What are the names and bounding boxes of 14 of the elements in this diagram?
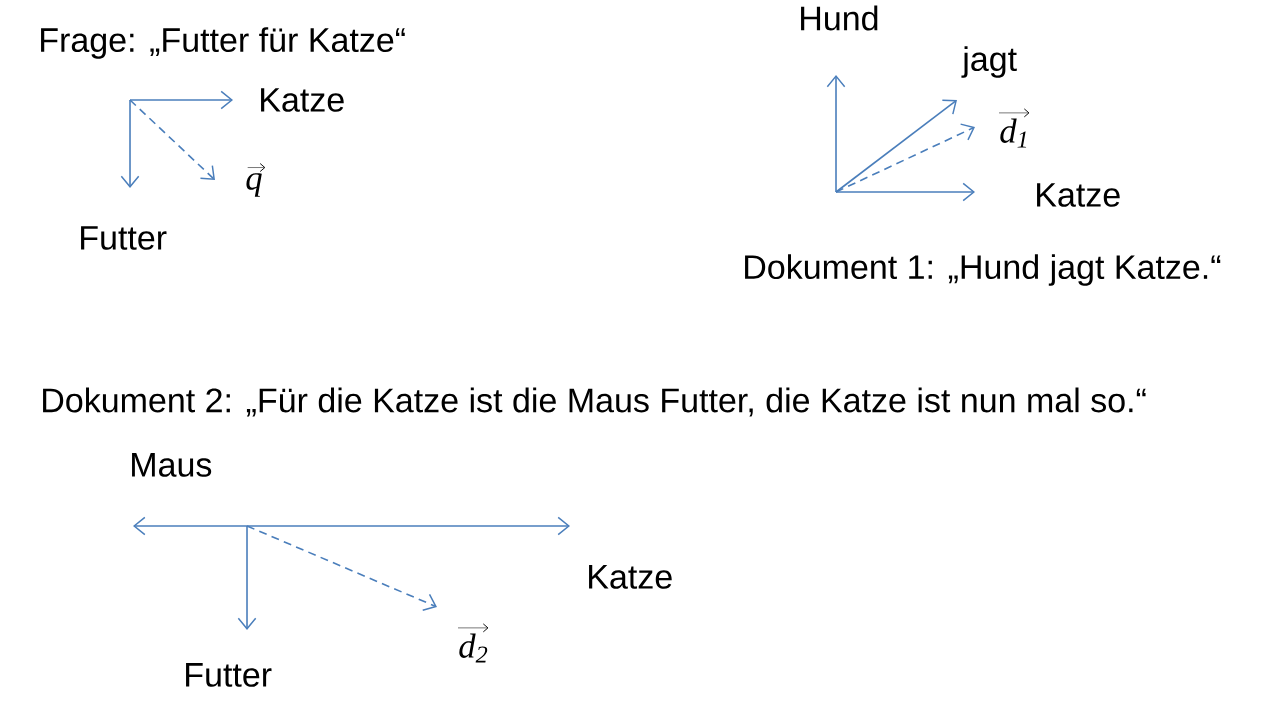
axis-label: Futter — [186, 663, 272, 687]
heading: Dokument 2: „Für die Katze ist die Maus Futter, die Katze ist nun mal so.“ — [43, 387, 1146, 417]
axis-label: Maus — [132, 453, 212, 477]
axis-label: Hund — [801, 5, 878, 31]
axis-label: jagt — [961, 46, 1017, 78]
heading: Frage: „Futter für Katze“ — [41, 27, 405, 59]
heading: Dokument 1: „Hund jagt Katze.“ — [745, 254, 1221, 286]
vector-label: d$_{2}$ — [457, 623, 489, 663]
vector-label: q — [246, 163, 266, 197]
axis-label: Katze — [1037, 183, 1120, 207]
axis-label: Futter — [81, 226, 167, 250]
axis-label: Katze — [589, 565, 672, 589]
axis-label: Katze — [261, 88, 344, 112]
vector-label: d$_{1}$ — [998, 108, 1030, 148]
